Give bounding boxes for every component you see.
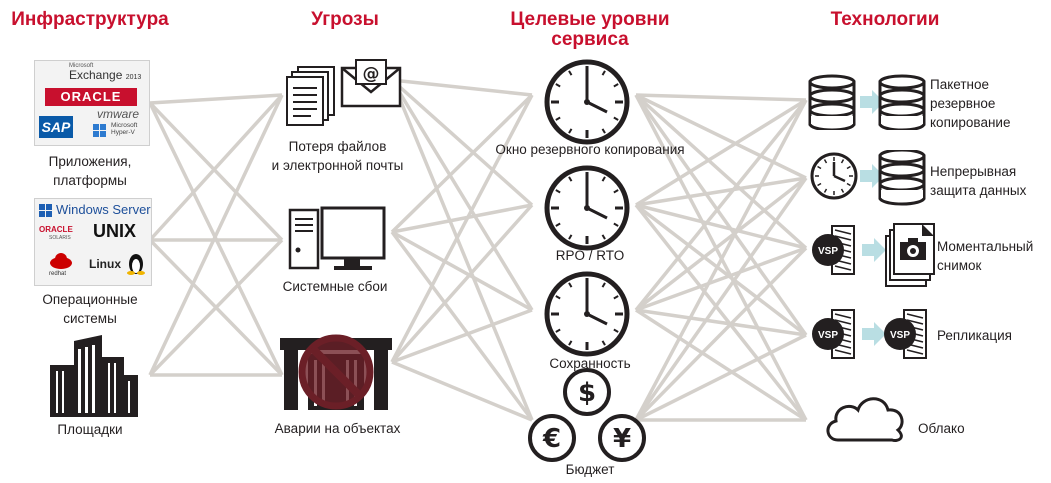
connector-line	[391, 230, 533, 312]
connector-line	[635, 308, 807, 422]
header-slo-line1: Целевые уровни	[510, 9, 670, 30]
tech-cloud-label: Облако	[918, 421, 965, 436]
connector-line	[390, 79, 534, 421]
svg-text:@: @	[363, 64, 380, 84]
slo-budget-label: Бюджет	[565, 462, 615, 477]
header-technologies: Технологии	[830, 9, 940, 30]
cloud-icon	[826, 397, 904, 442]
connector-line	[635, 93, 807, 102]
hyperv-logo: Microsoft Hyper-V	[111, 122, 138, 136]
connector-line	[390, 230, 534, 422]
connector-line	[634, 93, 808, 250]
connector-line	[390, 79, 534, 311]
computer-icon	[288, 206, 386, 270]
connector-line	[634, 176, 808, 312]
connector-line	[634, 246, 808, 422]
connector-line	[634, 93, 808, 337]
svg-text:VSP: VSP	[890, 330, 910, 341]
tech-replication-label: Репликация	[937, 328, 1012, 343]
threat-system-label: Системные сбои	[282, 279, 388, 294]
redhat-logo: redhat	[49, 271, 67, 277]
connector-line	[635, 203, 807, 250]
vmware-logo: vmware	[97, 107, 140, 121]
facility-accident-icon	[280, 334, 392, 410]
connector-line	[634, 203, 808, 337]
connector-line	[634, 203, 808, 422]
email-icon: @	[340, 59, 402, 108]
slo-retention-label: Сохранность	[549, 356, 631, 371]
svg-text:¥: ¥	[613, 424, 631, 454]
snapshot-icon: VSP	[812, 223, 935, 287]
connector-line	[148, 238, 284, 377]
header-slo-line2: сервиса	[551, 29, 629, 50]
os-logos: Windows Server ORACLE SOLARIS UNIX redha…	[34, 198, 152, 286]
header-slo: Целевые уровни сервиса	[500, 10, 680, 50]
connector-line	[391, 203, 533, 234]
sap-logo: SAP	[39, 116, 73, 138]
windows-icon	[93, 124, 106, 137]
connector-line	[635, 333, 807, 422]
microsoft-small-logo: Microsoft	[69, 63, 94, 69]
header-threats: Угрозы	[311, 9, 379, 30]
connector-line	[391, 360, 533, 422]
svg-text:€: €	[542, 424, 561, 454]
connector-line	[391, 308, 533, 364]
tux-icon	[127, 254, 145, 275]
oracle-logo: ORACLE	[45, 88, 137, 106]
windows-server-icon	[39, 204, 52, 217]
dollar-coin-icon: $	[563, 368, 611, 416]
connector-line	[390, 94, 534, 363]
connector-line	[390, 203, 534, 364]
connector-line	[148, 94, 284, 376]
exchange-logo: Exchange 2013	[69, 68, 142, 82]
threat-facility-label: Аварии на объектах	[274, 421, 401, 436]
slo-rpo-rto-label: RPO / RTO	[555, 248, 625, 263]
clock-retention-icon	[544, 271, 630, 357]
oracle-small-logo: ORACLE	[39, 225, 73, 234]
threat-loss-label: Потеря файлов и электронной почты	[271, 139, 404, 173]
connector-line	[149, 93, 283, 105]
clock-backup-window-icon	[544, 59, 630, 145]
solaris-logo: SOLARIS	[49, 235, 71, 241]
sites-label: Площадки	[57, 422, 123, 437]
windows-server-logo: Windows Server	[56, 202, 151, 217]
connector-line	[635, 246, 807, 312]
svg-text:VSP: VSP	[818, 246, 838, 257]
tech-snapshot-label: Моментальный снимок	[937, 239, 1034, 273]
connector-line	[635, 176, 807, 207]
euro-coin-icon: €	[528, 414, 576, 462]
connector-line	[635, 93, 807, 180]
connector-line	[390, 93, 534, 234]
connector-line	[634, 176, 808, 422]
connector-line	[148, 93, 284, 242]
connector-line	[390, 78, 534, 207]
cdp-icon	[810, 150, 926, 206]
unix-logo: UNIX	[93, 221, 137, 241]
svg-text:VSP: VSP	[818, 330, 838, 341]
slo-backup-window-label: Окно резервного копирования	[495, 142, 685, 157]
connector-line	[635, 308, 807, 337]
svg-text:$: $	[578, 378, 596, 408]
yen-coin-icon: ¥	[598, 414, 646, 462]
batch-backup-icon	[808, 74, 926, 130]
header-infrastructure: Инфраструктура	[11, 9, 169, 30]
connector-line	[635, 98, 807, 207]
documents-icon	[286, 66, 335, 126]
replication-icon: VSP VSP	[812, 309, 927, 359]
connector-line	[634, 98, 808, 312]
tech-backup-label: Пакетное резервное копирование	[930, 77, 1011, 130]
applications-label: Приложения, платформы	[48, 154, 132, 188]
linux-logo: Linux	[89, 257, 121, 271]
clock-rpo-rto-icon	[544, 165, 630, 251]
redhat-icon	[50, 253, 72, 269]
connector-line	[391, 78, 533, 97]
connector-line	[634, 99, 808, 421]
applications-logos: Microsoft Exchange 2013 ORACLE SAP vmwar…	[34, 60, 150, 146]
connector-line	[148, 101, 284, 242]
buildings-icon	[50, 335, 138, 417]
os-label: Операционные системы	[42, 292, 138, 326]
tech-cdp-label: Непрерывная защита данных	[930, 164, 1027, 198]
